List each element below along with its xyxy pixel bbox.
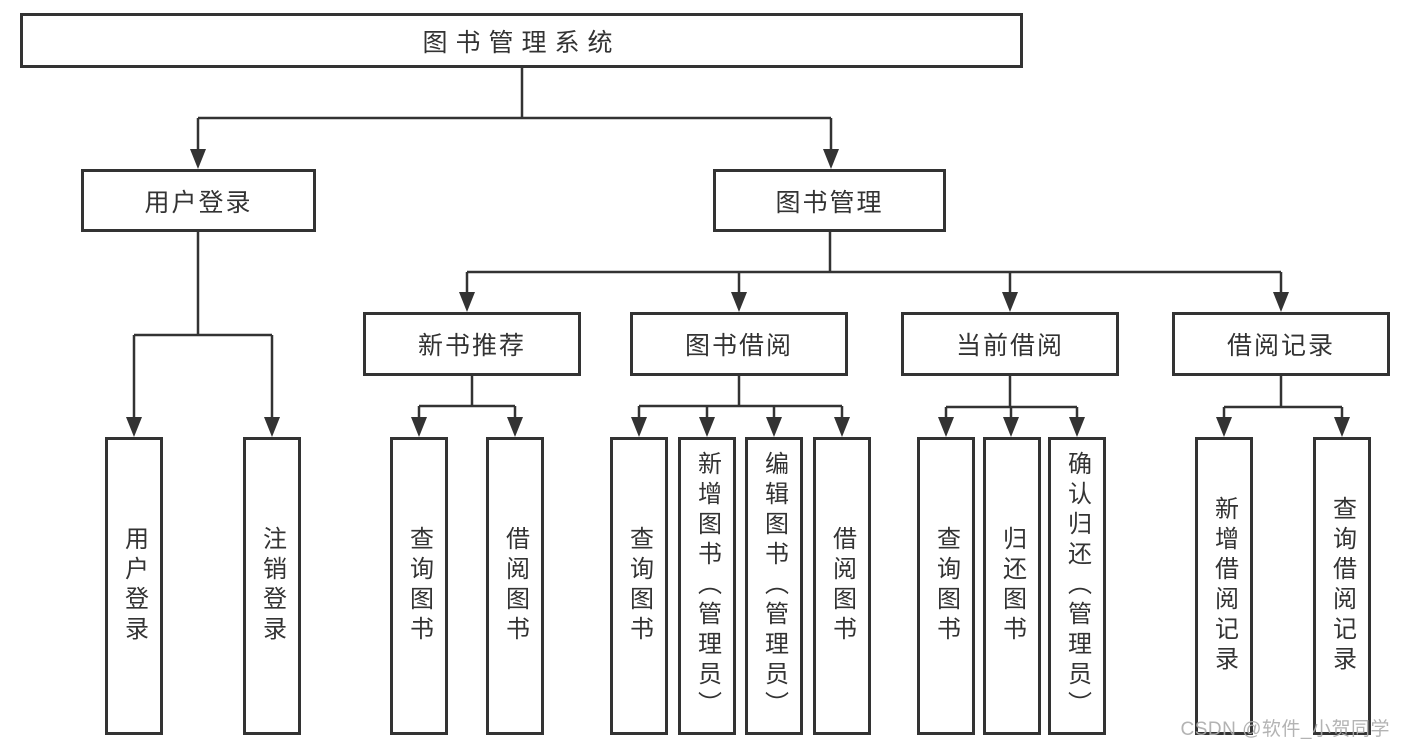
leaf-bb-borrow-books: 借阅图书 <box>813 437 871 735</box>
node-current-borrow: 当前借阅 <box>901 312 1119 376</box>
node-root: 图书管理系统 <box>20 13 1023 68</box>
connector-new-book-leaves <box>417 376 517 422</box>
arrowheads <box>126 149 1350 437</box>
leaf-bb-add-books-admin: 新增图书（管理员） <box>678 437 736 735</box>
watermark: CSDN @软件_小贺同学 <box>1180 719 1390 740</box>
connector-book-borrow-leaves <box>637 376 844 422</box>
leaf-nb-borrow-books: 借阅图书 <box>486 437 544 735</box>
node-borrow-record: 借阅记录 <box>1172 312 1390 376</box>
leaf-cb-return-books: 归还图书 <box>983 437 1041 735</box>
leaf-bb-edit-books-admin: 编辑图书（管理员） <box>745 437 803 735</box>
node-book-management: 图书管理 <box>713 169 946 232</box>
leaf-cb-confirm-return-admin: 确认归还（管理员） <box>1048 437 1106 735</box>
connector-user-login-leaves <box>132 232 274 422</box>
leaf-bb-query-books: 查询图书 <box>610 437 668 735</box>
leaf-cb-query-books: 查询图书 <box>917 437 975 735</box>
node-new-book-recommend: 新书推荐 <box>363 312 581 376</box>
connector-book-mgmt-level3 <box>465 232 1283 297</box>
connector-current-borrow-leaves <box>944 376 1079 422</box>
leaf-nb-query-books: 查询图书 <box>390 437 448 735</box>
connector-borrow-record-leaves <box>1222 376 1344 422</box>
node-book-borrow: 图书借阅 <box>630 312 848 376</box>
node-user-login: 用户登录 <box>81 169 316 232</box>
leaf-br-add-record: 新增借阅记录 <box>1195 437 1253 735</box>
leaf-br-query-record: 查询借阅记录 <box>1313 437 1371 735</box>
connector-root-level2 <box>196 68 833 154</box>
leaf-user-login: 用户登录 <box>105 437 163 735</box>
leaf-logout-login: 注销登录 <box>243 437 301 735</box>
